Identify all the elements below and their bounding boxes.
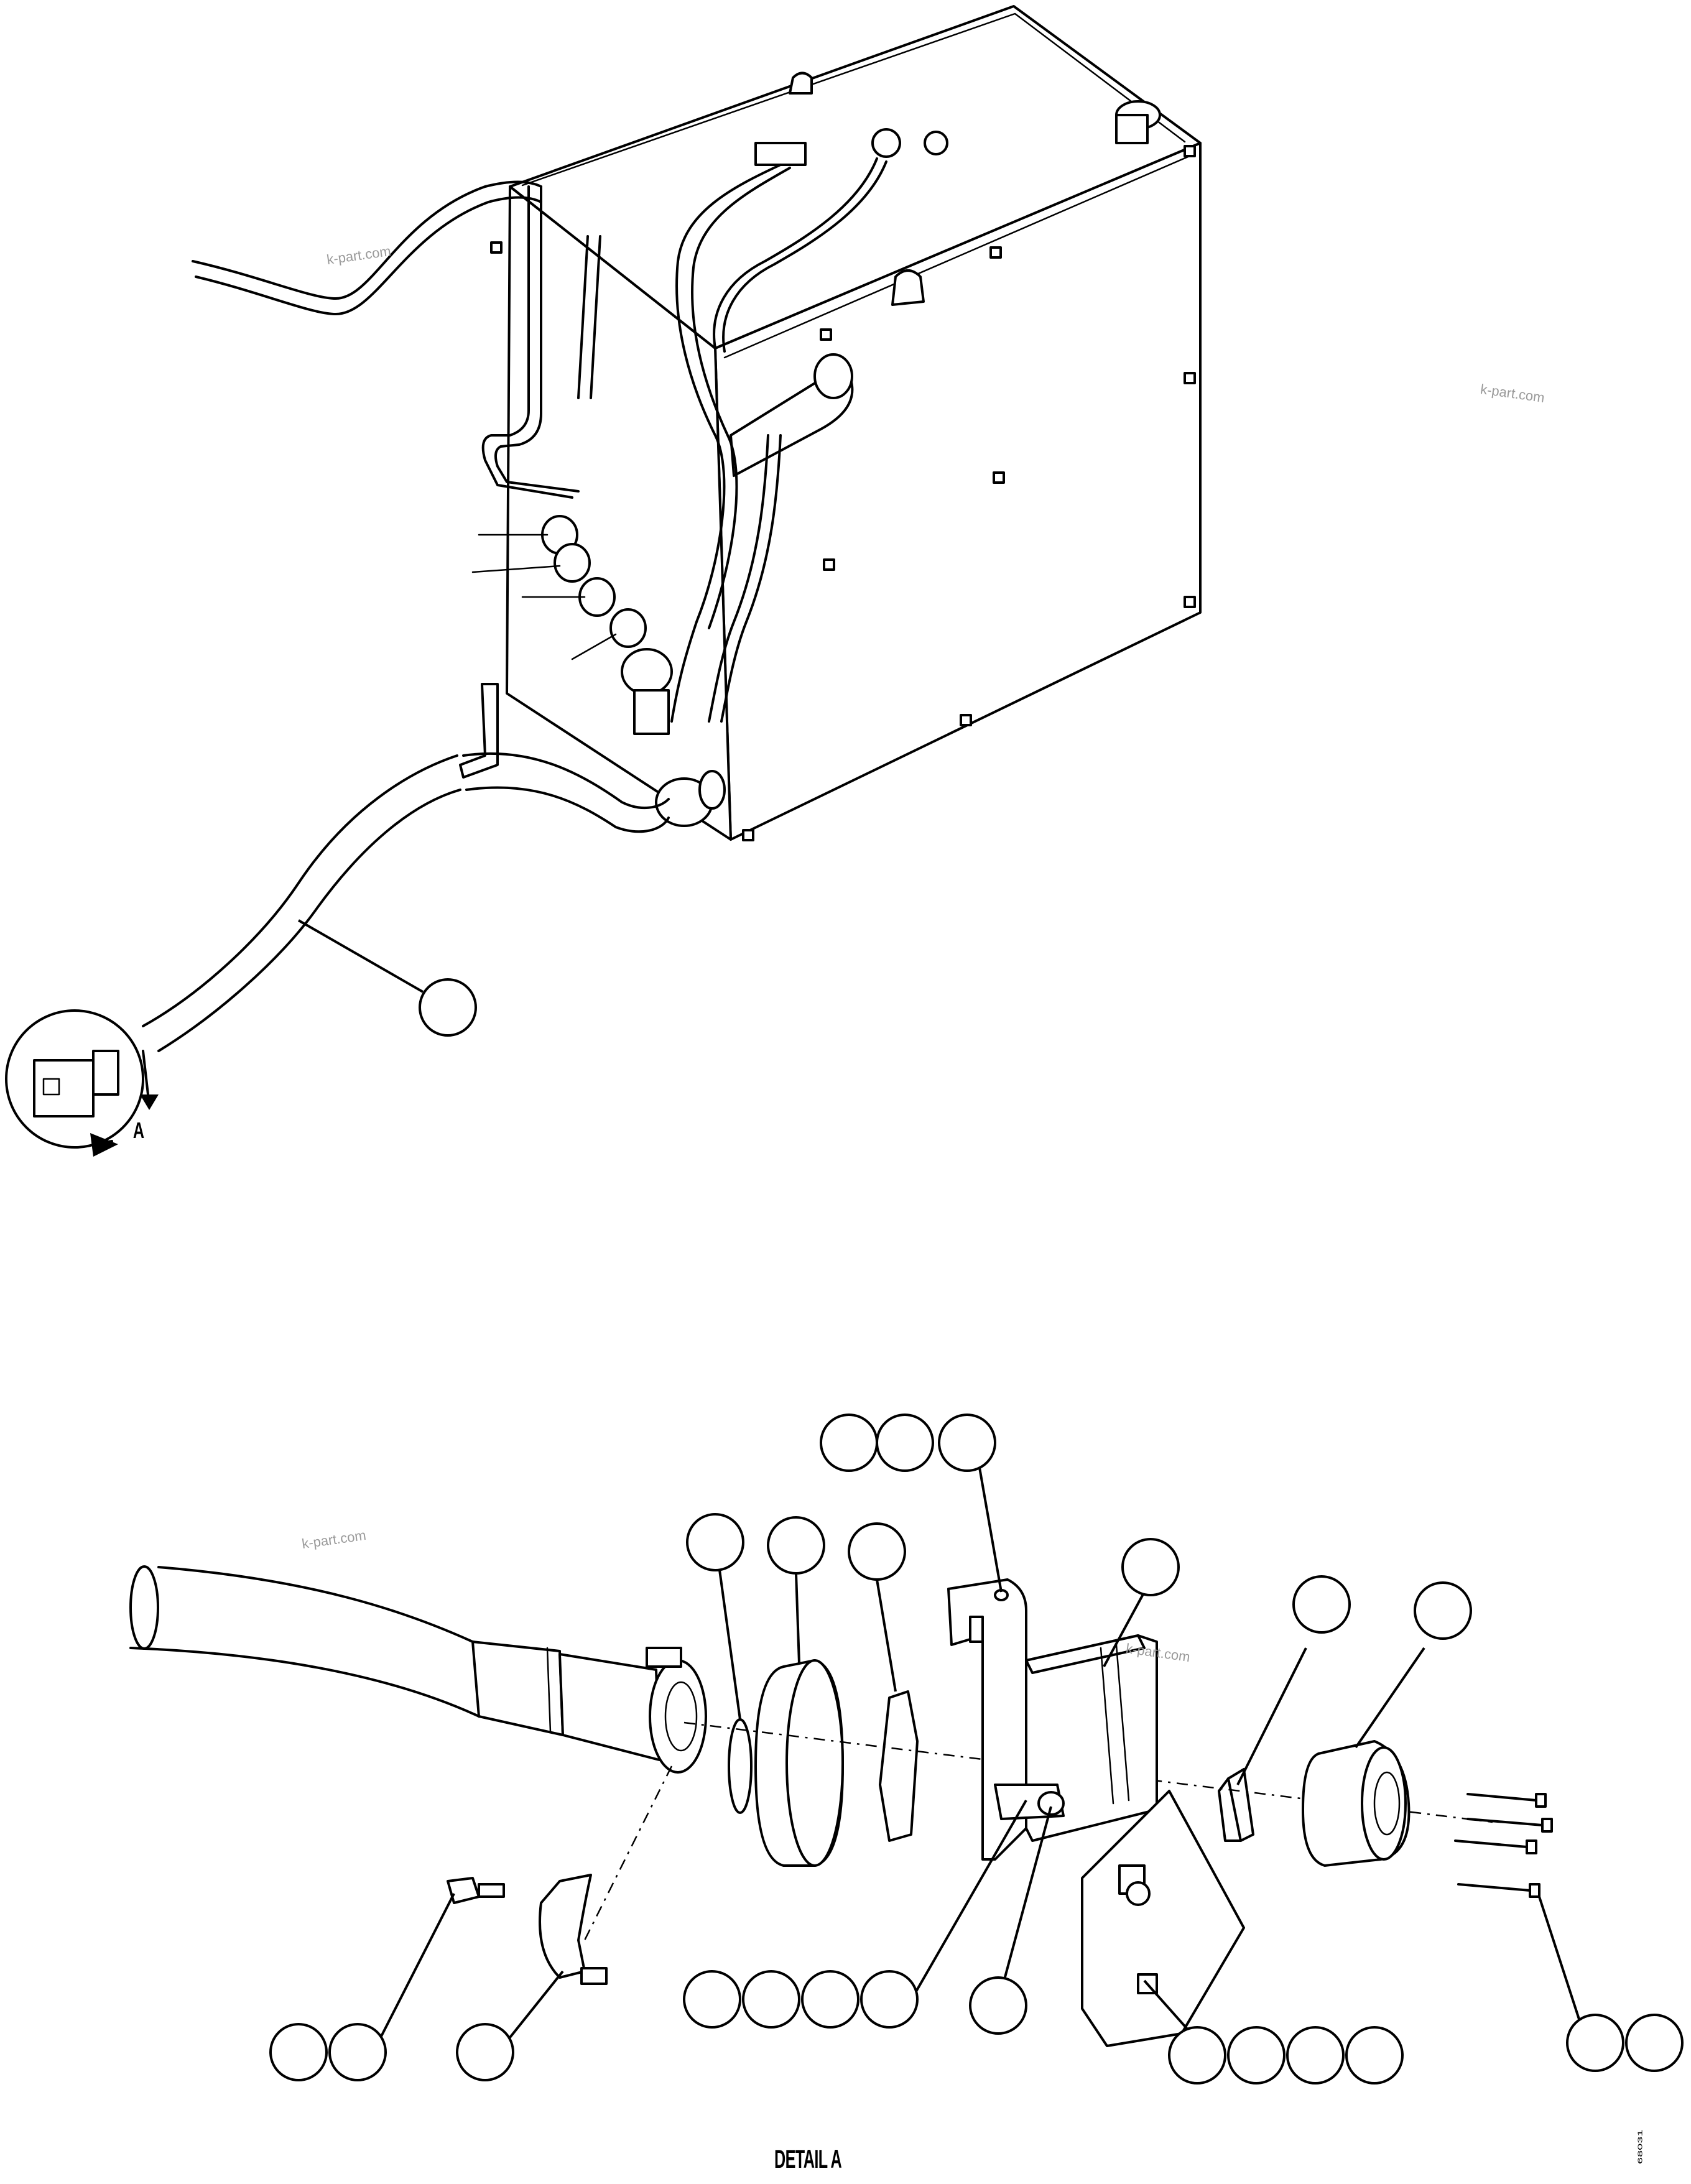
lifting-lug [789,72,813,95]
hose-clamp [539,1874,592,1979]
suction-hose [142,752,670,1052]
detail-title: DETAIL A [774,2144,842,2173]
tank-fasteners [490,145,1196,841]
assembly-axis [683,1721,1493,1823]
hydraulic-hoses [192,157,887,723]
leader-lines [372,1467,1581,2053]
drawing-code: 68031 [1637,2129,1644,2164]
callout-balloons [269,1414,1684,2085]
switch-box [1081,1790,1245,2047]
tank-top-face [509,5,1202,349]
lifting-lug [891,269,925,306]
suction-hose-detail [157,1566,474,1643]
hose-flange [649,1659,707,1774]
bolts [1454,1793,1553,1898]
hydraulic-tank-assembly [192,5,1202,841]
solenoid-valves [471,515,673,735]
top-manifold [754,142,807,166]
callout-balloon [419,978,477,1037]
gasket [879,1690,919,1842]
view-arrow-head [140,1094,159,1110]
detail-a-callout-circle [5,1009,159,1157]
view-label: A [132,1117,145,1143]
gasket-2 [1227,1768,1254,1842]
view-arrow-head [90,1133,118,1157]
detail-a-exploded-view [129,1565,1553,2047]
hose-bracket [459,683,499,779]
o-ring [728,1718,753,1814]
